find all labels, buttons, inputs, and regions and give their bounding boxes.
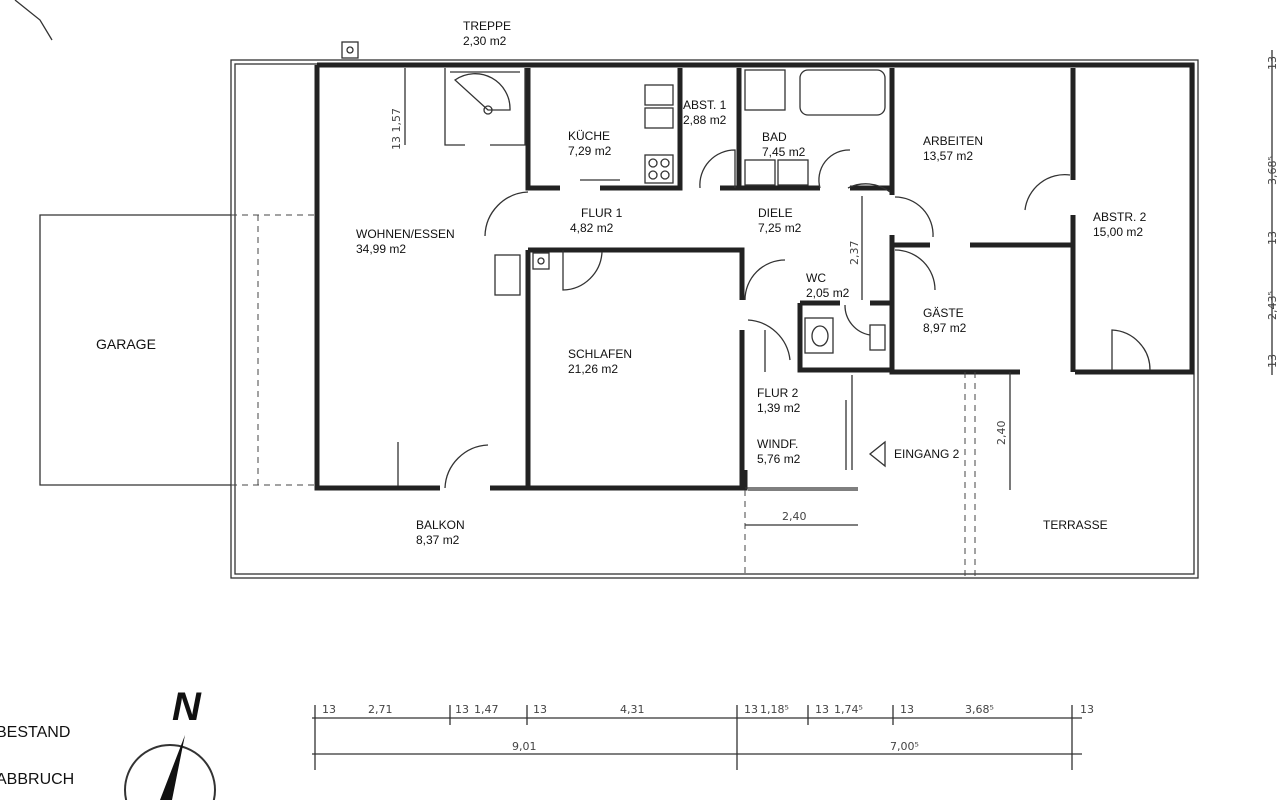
label-abst1: ABST. 1: [683, 98, 727, 112]
chimney-flue: [346, 46, 354, 54]
area-kueche: 7,29 m2: [568, 144, 612, 158]
area-balkon: 8,37 m2: [416, 533, 460, 547]
svg-text:13: 13: [900, 703, 914, 716]
corner-mark: [14, 0, 53, 41]
svg-text:13: 13: [1266, 354, 1279, 368]
area-arbeiten: 13,57 m2: [923, 149, 973, 163]
legend-abbruch: ABBRUCH: [0, 771, 74, 788]
balcony-terrace-outline: [230, 59, 1199, 579]
area-windf: 5,76 m2: [757, 452, 801, 466]
label-eingang: EINGANG 2: [894, 447, 960, 461]
dim-diele: 2,37: [848, 241, 861, 266]
label-kueche: KÜCHE: [568, 129, 610, 143]
area-wohnen: 34,99 m2: [356, 242, 406, 256]
label-flur1: FLUR 1: [581, 206, 623, 220]
balcony-terrace-inner-outline: [234, 63, 1195, 575]
svg-text:13: 13: [1266, 56, 1279, 70]
svg-text:1,74⁵: 1,74⁵: [834, 703, 863, 716]
area-treppe: 2,30 m2: [463, 34, 507, 48]
walls: [314, 62, 1195, 491]
svg-text:1,47: 1,47: [474, 703, 499, 716]
svg-text:9,01: 9,01: [512, 740, 537, 753]
room-labels: TREPPE 2,30 m2 WOHNEN/ESSEN 34,99 m2 KÜC…: [96, 19, 1147, 547]
bottom-dimension-chain: 13 2,71 13 1,47 13 4,31 13 1,18⁵ 13 1,74…: [312, 703, 1094, 770]
area-schlafen: 21,26 m2: [568, 362, 618, 376]
legend-bestand: BESTAND: [0, 724, 70, 741]
label-wc: WC: [806, 271, 826, 285]
label-diele: DIELE: [758, 206, 793, 220]
svg-text:7,00⁵: 7,00⁵: [890, 740, 919, 753]
label-balkon: BALKON: [416, 518, 465, 532]
label-wohnen: WOHNEN/ESSEN: [356, 227, 455, 241]
label-gaeste: GÄSTE: [923, 306, 964, 320]
label-terrasse: TERRASSE: [1043, 518, 1108, 532]
area-bad: 7,45 m2: [762, 145, 806, 159]
svg-text:13: 13: [1080, 703, 1094, 716]
area-diele: 7,25 m2: [758, 221, 802, 235]
garage-outline: [39, 214, 231, 486]
label-treppe: TREPPE: [463, 19, 511, 33]
label-bad: BAD: [762, 130, 787, 144]
label-schlafen: SCHLAFEN: [568, 347, 632, 361]
label-arbeiten: ARBEITEN: [923, 134, 983, 148]
svg-text:3,68⁵: 3,68⁵: [965, 703, 994, 716]
dim-stair: 13 1,57: [390, 108, 403, 150]
svg-text:13: 13: [322, 703, 336, 716]
svg-text:1,18⁵: 1,18⁵: [760, 703, 789, 716]
area-abstr2: 15,00 m2: [1093, 225, 1143, 239]
svg-text:2,71: 2,71: [368, 703, 393, 716]
label-garage: GARAGE: [96, 336, 156, 352]
chimney: [341, 41, 359, 59]
label-windf: WINDF.: [757, 437, 798, 451]
svg-text:3,68⁵: 3,68⁵: [1266, 156, 1279, 185]
right-dimension-chain: 13 3,68⁵ 13 2,43⁵ 13: [1266, 50, 1279, 375]
svg-text:4,31: 4,31: [620, 703, 645, 716]
dim-terrace: 2,40: [995, 421, 1008, 446]
area-flur2: 1,39 m2: [757, 401, 801, 415]
area-gaeste: 8,97 m2: [923, 321, 967, 335]
label-abstr2: ABSTR. 2: [1093, 210, 1147, 224]
svg-text:13: 13: [815, 703, 829, 716]
svg-text:13: 13: [744, 703, 758, 716]
svg-text:13: 13: [533, 703, 547, 716]
svg-text:N: N: [172, 685, 202, 729]
area-abst1: 2,88 m2: [683, 113, 727, 127]
north-arrow-icon: N: [124, 685, 216, 800]
area-wc: 2,05 m2: [806, 286, 850, 300]
svg-text:13: 13: [1266, 231, 1279, 245]
area-flur1: 4,82 m2: [570, 221, 614, 235]
svg-text:2,43⁵: 2,43⁵: [1266, 291, 1279, 320]
dim-entry: 2,40: [782, 510, 807, 523]
svg-text:13: 13: [455, 703, 469, 716]
label-flur2: FLUR 2: [757, 386, 799, 400]
entrance-arrow-icon: [868, 440, 886, 468]
